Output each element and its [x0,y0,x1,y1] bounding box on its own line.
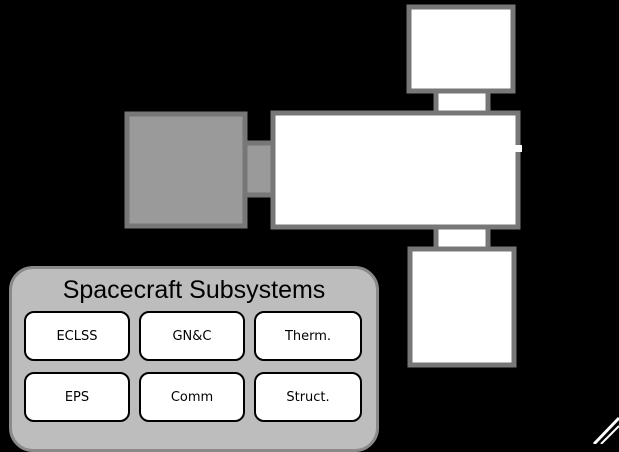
main-module [270,110,521,230]
subsystem-thermal[interactable]: Therm. [254,311,362,361]
subsystem-eps[interactable]: EPS [24,372,130,422]
lower-connector [433,224,491,252]
corner-arrow-mark-inner [600,425,619,444]
subsystems-grid: ECLSS GN&C Therm. EPS Comm Struct. [24,311,362,422]
subsystem-label: Therm. [284,328,332,344]
subsystem-gnc[interactable]: GN&C [139,311,245,361]
upper-module [406,4,516,94]
subsystems-panel: Spacecraft Subsystems ECLSS GN&C Therm. … [9,266,379,452]
subsystem-comm[interactable]: Comm [139,372,245,422]
subsystem-label: Comm [170,389,214,405]
corner-arrow-mark [592,416,619,444]
subsystem-structures[interactable]: Struct. [254,372,362,422]
upper-connector [433,88,491,116]
lower-module [407,246,517,368]
subsystem-label: ECLSS [56,328,98,344]
subsystems-title: Spacecraft Subsystems [62,276,326,304]
subsystem-label: EPS [64,389,90,405]
service-module [124,111,248,229]
service-connector [242,140,276,198]
subsystem-label: GN&C [172,328,212,344]
subsystem-eclss[interactable]: ECLSS [24,311,130,361]
main-module-port [514,145,522,152]
subsystem-label: Struct. [286,389,330,405]
